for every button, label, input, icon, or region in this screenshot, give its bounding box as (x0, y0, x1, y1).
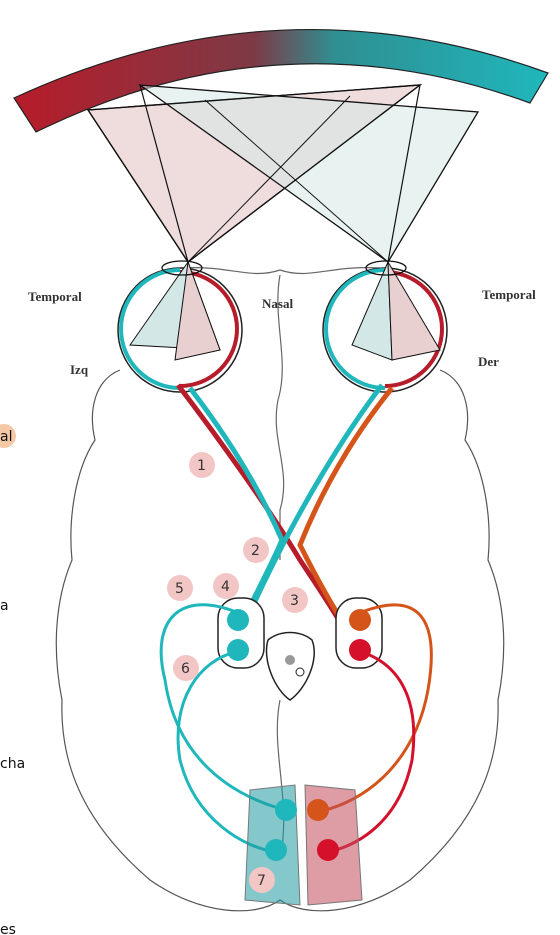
brain-midline (276, 275, 283, 860)
side-fragment-bottom: es (0, 922, 16, 935)
left-eye (118, 261, 242, 392)
label-temporal-left: Temporal (28, 289, 82, 304)
svg-text:7: 7 (257, 873, 266, 889)
label-der: Der (478, 354, 499, 369)
marker-2: 2 (243, 537, 269, 563)
svg-text:1: 1 (197, 458, 206, 474)
right-eye (323, 261, 447, 392)
projection-triangles (88, 85, 478, 262)
marker-7: 7 (249, 867, 275, 893)
marker-6: 6 (173, 655, 199, 681)
svg-text:4: 4 (221, 579, 230, 595)
svg-text:3: 3 (290, 593, 299, 609)
brainstem (267, 633, 315, 701)
label-temporal-right: Temporal (482, 287, 536, 302)
svg-text:2: 2 (251, 543, 260, 559)
svg-text:6: 6 (181, 661, 190, 677)
side-fragment-middle: a (0, 598, 9, 614)
label-izq: Izq (70, 362, 89, 377)
label-nasal: Nasal (262, 296, 293, 311)
side-fragment-lower: cha (0, 756, 25, 772)
marker-3: 3 (282, 587, 308, 613)
brain-outline-top (180, 268, 380, 274)
marker-4: 4 (213, 573, 239, 599)
marker-1: 1 (189, 452, 215, 478)
svg-text:5: 5 (175, 581, 184, 597)
marker-5: 5 (167, 575, 193, 601)
side-fragment-top: al (0, 429, 12, 445)
